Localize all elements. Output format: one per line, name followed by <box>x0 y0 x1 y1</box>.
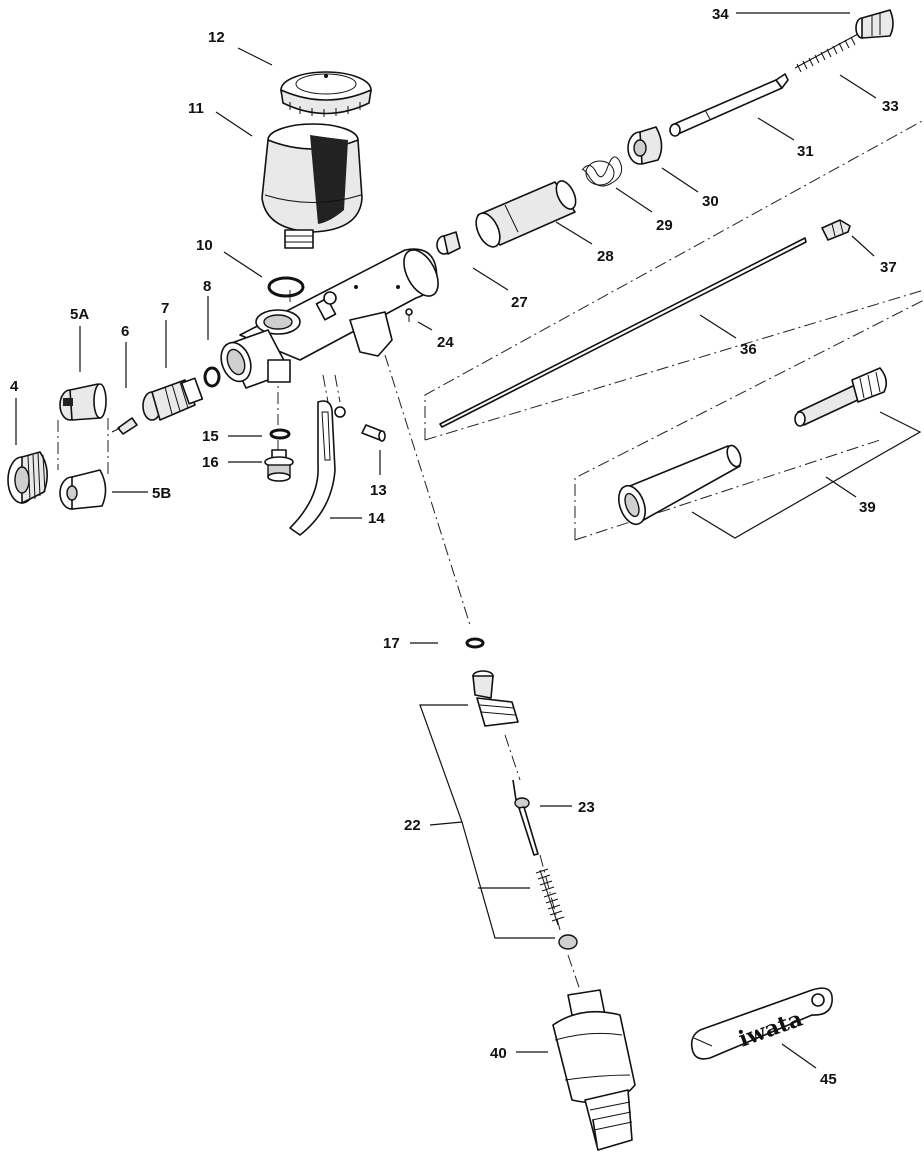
needle-part <box>439 237 807 428</box>
label-45: 45 <box>820 1071 837 1088</box>
airbrush-body-part <box>220 248 439 389</box>
valve-16-part <box>264 449 294 482</box>
spring-guide-part <box>627 126 663 165</box>
nozzle-cap-5b-part <box>59 469 107 510</box>
needle-spring-part <box>581 156 623 187</box>
label-24: 24 <box>437 334 454 351</box>
fitting-34-part <box>855 9 894 39</box>
color-cup-part <box>261 123 363 249</box>
air-valve-assembly-part <box>472 670 578 950</box>
label-11: 11 <box>188 100 204 117</box>
leader-lines <box>15 12 922 1069</box>
label-39: 39 <box>859 499 876 516</box>
label-37: 37 <box>880 259 897 276</box>
o-ring-10-part <box>267 276 305 298</box>
label-22: 22 <box>404 817 421 834</box>
assembly-guide-lines <box>57 119 924 991</box>
handle-assembly-part <box>618 367 888 526</box>
label-23: 23 <box>578 799 595 816</box>
nozzle-part <box>111 417 138 435</box>
moisture-filter-part <box>552 989 636 1151</box>
label-5b: 5B <box>152 485 171 502</box>
label-34: 34 <box>712 6 729 23</box>
label-8: 8 <box>203 278 211 295</box>
label-15: 15 <box>202 428 219 445</box>
label-6: 6 <box>121 323 129 340</box>
wrench-part <box>690 987 833 1060</box>
label-31: 31 <box>797 143 814 160</box>
label-17: 17 <box>383 635 400 652</box>
label-16: 16 <box>202 454 219 471</box>
cup-lid-part <box>280 71 372 117</box>
trigger-part <box>289 400 346 536</box>
label-29: 29 <box>656 217 673 234</box>
label-7: 7 <box>161 300 169 317</box>
label-36: 36 <box>740 341 757 358</box>
needle-chucking-guide-part <box>475 180 577 248</box>
o-ring-15-part <box>269 428 291 440</box>
spring-33-part <box>794 33 859 73</box>
label-13: 13 <box>370 482 387 499</box>
set-screw-24-part <box>405 308 413 322</box>
label-12: 12 <box>208 29 225 46</box>
head-cap-part <box>7 451 48 504</box>
needle-cap-part <box>821 219 851 241</box>
nozzle-body-part <box>142 377 204 421</box>
needle-packing-part <box>436 231 461 255</box>
part-labels: 12 11 10 8 7 6 5A 4 5B 15 16 13 14 17 22… <box>10 6 899 1088</box>
label-4: 4 <box>10 378 19 395</box>
label-5a: 5A <box>70 306 89 323</box>
needle-chucking-nut-part <box>669 73 789 137</box>
label-14: 14 <box>368 510 385 527</box>
label-28: 28 <box>597 248 614 265</box>
trigger-pin-part <box>361 424 386 442</box>
label-33: 33 <box>882 98 899 115</box>
o-ring-17-part <box>465 637 485 649</box>
label-30: 30 <box>702 193 719 210</box>
label-40: 40 <box>490 1045 507 1062</box>
label-27: 27 <box>511 294 528 311</box>
o-ring-8-part <box>203 366 221 388</box>
nozzle-cap-5a-part <box>59 383 107 421</box>
label-10: 10 <box>196 237 213 254</box>
